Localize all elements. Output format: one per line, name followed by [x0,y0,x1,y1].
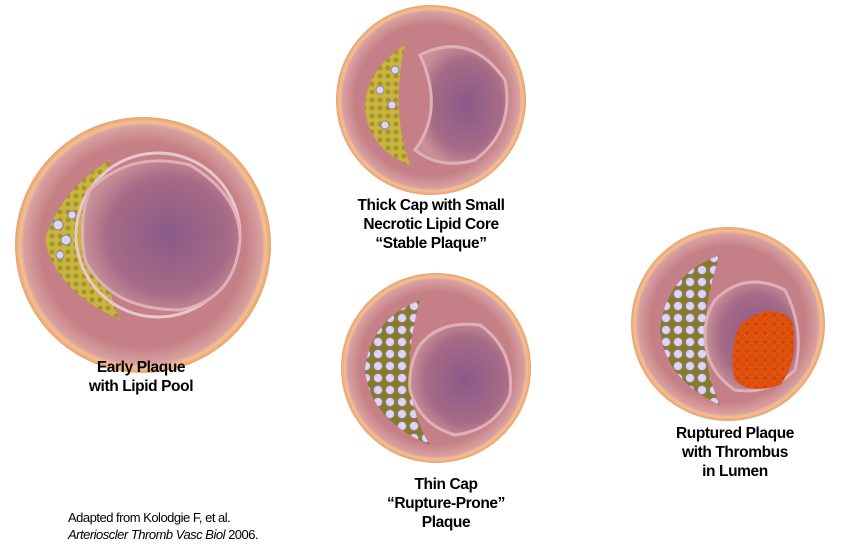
label-line: with Thrombus [682,444,788,461]
label-line: Thick Cap with Small [357,197,505,214]
label-line: Plaque [421,514,471,531]
label-ruptured: Ruptured Plaque with Thrombus in Lumen [676,424,794,481]
citation-year: 2006. [224,527,259,542]
label-line: in Lumen [702,463,768,480]
citation-journal: Arterioscler Thromb Vasc Biol [68,527,225,542]
label-line: “Rupture-Prone” [386,495,506,512]
label-line: Ruptured Plaque [675,425,795,442]
artery-ruptured [631,227,825,421]
label-line: Thin Cap [414,476,478,493]
label-line: Necrotic Lipid Core [363,216,499,233]
lumen [412,45,509,165]
necrotic-core [660,255,720,405]
label-line: Early Plaque [96,359,186,376]
thrombus [732,311,795,389]
lumen [80,159,242,312]
lumen [408,322,513,437]
citation-line: Adapted from Kolodgie F, et al. [68,510,231,525]
citation: Adapted from Kolodgie F, et al. Arterios… [68,509,259,543]
artery-early-plaque [15,117,271,373]
artery-thin-cap [341,273,531,463]
necrotic-core [365,300,430,445]
artery-thick-cap [336,5,526,195]
label-early-plaque: Early Plaque with Lipid Pool [88,358,194,396]
label-thin-cap: Thin Cap “Rupture-Prone” Plaque [387,475,505,532]
label-line: “Stable Plaque” [375,235,487,252]
label-line: with Lipid Pool [88,378,194,395]
label-thick-cap: Thick Cap with Small Necrotic Lipid Core… [357,196,504,253]
